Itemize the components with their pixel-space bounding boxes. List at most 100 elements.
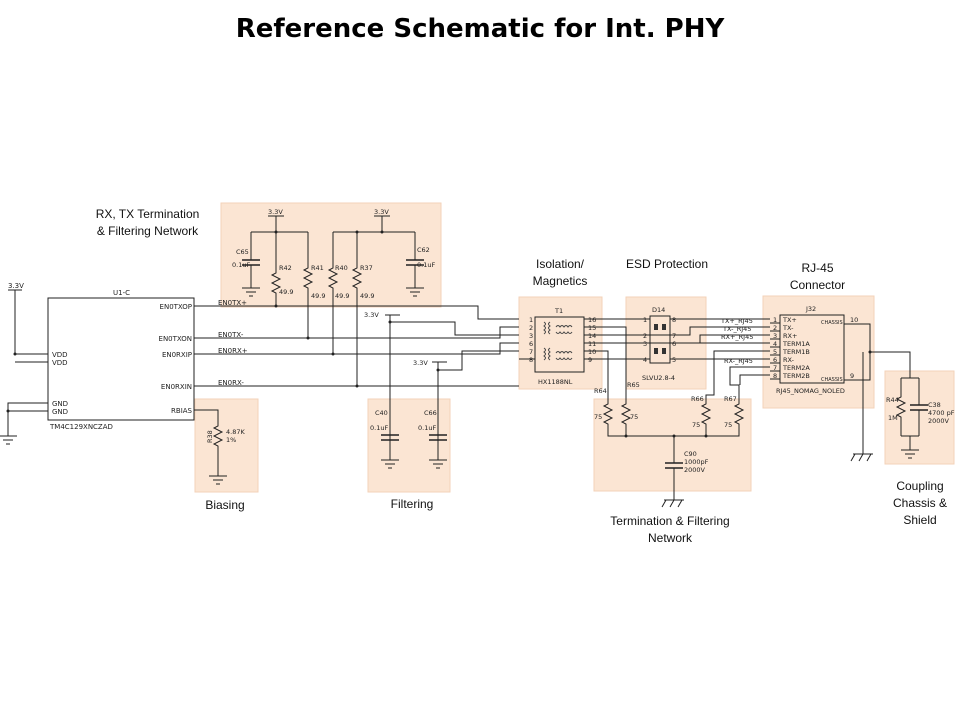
- net-en0tx-plus: EN0TX+: [218, 299, 247, 307]
- c38-ref: C38: [928, 401, 941, 409]
- pin-label: 1: [529, 316, 533, 324]
- c40-value: 0.1uF: [370, 424, 388, 432]
- esd-d14: D14 SLVU2.8-4 1 2 3 4 8 7 6 5: [642, 306, 676, 382]
- caption-line: Connector: [789, 278, 846, 292]
- transformer-icon: [543, 321, 573, 361]
- j32-pin-name: RX+: [783, 332, 797, 340]
- pin-label: 10: [588, 348, 596, 356]
- chassis-ground-icon: [850, 453, 874, 462]
- r38-ref: R38: [206, 430, 214, 443]
- net-en0tx-minus: EN0TX-: [218, 331, 244, 339]
- j32-pin-number: 7: [773, 364, 777, 372]
- c90-voltage: 2000V: [684, 466, 706, 474]
- j32-pin-number: 6: [773, 356, 777, 364]
- j32-pin-number: 2: [773, 324, 777, 332]
- pin-label: 5: [672, 356, 676, 364]
- pin-gnd: GND: [52, 400, 68, 408]
- r64-ref: R64: [594, 387, 607, 395]
- coupling-network: R44 1M C38 4700 pF 2000V: [886, 377, 955, 459]
- r67-value: 75: [724, 421, 732, 429]
- r42-value: 49.9: [279, 288, 293, 296]
- pin-label: 11: [588, 340, 596, 348]
- r40-ref: R40: [335, 264, 348, 272]
- r38-value: 4.87K: [226, 428, 245, 436]
- rail-3v3: 3.3V: [413, 359, 428, 367]
- pin-label: 4: [643, 356, 647, 364]
- magnetics-t1: T1 HX1188NL 1 2 3 6 7 8 16 15 14 11 10 9: [519, 307, 596, 386]
- c65-value: 0.1uF: [232, 261, 250, 269]
- region-rx-tx-termination: [220, 202, 442, 308]
- t1-ref: T1: [554, 307, 563, 315]
- caption-line: Termination & Filtering: [610, 514, 730, 528]
- r66-value: 75: [692, 421, 700, 429]
- caption-line: Coupling: [896, 479, 944, 493]
- pin-label: 9: [588, 356, 592, 364]
- region-filtering: [367, 398, 451, 493]
- r67-ref: R67: [724, 395, 737, 403]
- pin-label: 2: [529, 324, 533, 332]
- r44-value: 1M: [888, 414, 898, 422]
- j32-pin-number: 1: [773, 316, 777, 324]
- j32-pin-number: 4: [773, 340, 777, 348]
- pin-label: 15: [588, 324, 596, 332]
- chassis-pin-label: CHASSIS: [821, 377, 843, 383]
- pin-label: 10: [850, 316, 858, 324]
- r42-ref: R42: [279, 264, 292, 272]
- termination-network: 3.3V 3.3V C65 0.1uF C62 0.1uF R42 49.9 R…: [232, 208, 435, 388]
- net-en0rx-plus: EN0RX+: [218, 347, 248, 355]
- pin-rbias: RBIAS: [171, 407, 193, 415]
- caption-line: Shield: [903, 513, 937, 527]
- j32-part: RJ45_NOMAG_NOLED: [776, 387, 845, 395]
- j32-pin-name: TERM1B: [782, 348, 810, 356]
- c38-voltage: 2000V: [928, 417, 950, 425]
- c62-ref: C62: [417, 246, 430, 254]
- j32-pin-name: TERM2A: [782, 364, 810, 372]
- bottom-termination: R64 R65 R66 R67 75 75 75 75 C90 1000pF 2…: [594, 381, 744, 508]
- pin-label: 1: [643, 316, 647, 324]
- r65-ref: R65: [627, 381, 640, 389]
- j32-pin-name: TERM1A: [782, 340, 810, 348]
- pin-label: 7: [529, 348, 533, 356]
- rail-3v3: 3.3V: [268, 208, 283, 216]
- caption-line: RJ-45: [801, 261, 834, 275]
- diode-icon: [654, 324, 666, 354]
- c40-ref: C40: [375, 409, 388, 417]
- j32-pin-name: RX-: [783, 356, 795, 364]
- pin-label: 3: [643, 340, 647, 348]
- c90-ref: C90: [684, 450, 697, 458]
- pin-en0rxin: EN0RXIN: [161, 383, 192, 391]
- caption-line: Chassis &: [892, 496, 948, 510]
- c66-value: 0.1uF: [418, 424, 436, 432]
- caption-biasing: Biasing: [205, 498, 245, 512]
- region-bottom-termination: [593, 398, 752, 492]
- pin-label: 3: [529, 332, 533, 340]
- caption-rj45-connector: RJ-45 Connector: [770, 260, 865, 294]
- r64-value: 75: [594, 413, 602, 421]
- net-tx-plus-rj45: TX+_RJ45: [720, 317, 753, 325]
- net-rx-minus-rj45: RX-_RJ45: [724, 357, 753, 365]
- j32-pin-name: TERM2B: [782, 372, 810, 380]
- d14-part: SLVU2.8-4: [642, 374, 675, 382]
- r38-tolerance: 1%: [226, 436, 236, 444]
- c90-value: 1000pF: [684, 458, 709, 466]
- pin-label: 9: [850, 372, 854, 380]
- rail-3v3: 3.3V: [374, 208, 389, 216]
- c38-value: 4700 pF: [928, 409, 955, 417]
- j32-pin-name: TX-: [782, 324, 794, 332]
- c66-ref: C66: [424, 409, 437, 417]
- slide-title: Reference Schematic for Int. PHY: [235, 14, 725, 44]
- mcu-u1c: U1-C TM4C129XNCZAD VDD VDD GND GND EN0TX…: [47, 289, 195, 431]
- filtering-network: 3.3V C40 0.1uF 3.3V C66 0.1uF: [364, 311, 519, 469]
- rail-3v3: 3.3V: [364, 311, 379, 319]
- pin-label: 16: [588, 316, 596, 324]
- mcu-ref: U1-C: [113, 289, 130, 297]
- pin-label: 6: [672, 340, 676, 348]
- c65-ref: C65: [236, 248, 249, 256]
- caption-line: & Filtering Network: [96, 224, 199, 238]
- pin-vdd: VDD: [52, 351, 68, 359]
- pin-label: 2: [643, 332, 647, 340]
- caption-line: Magnetics: [532, 274, 588, 288]
- j32-pin-number: 8: [773, 372, 777, 380]
